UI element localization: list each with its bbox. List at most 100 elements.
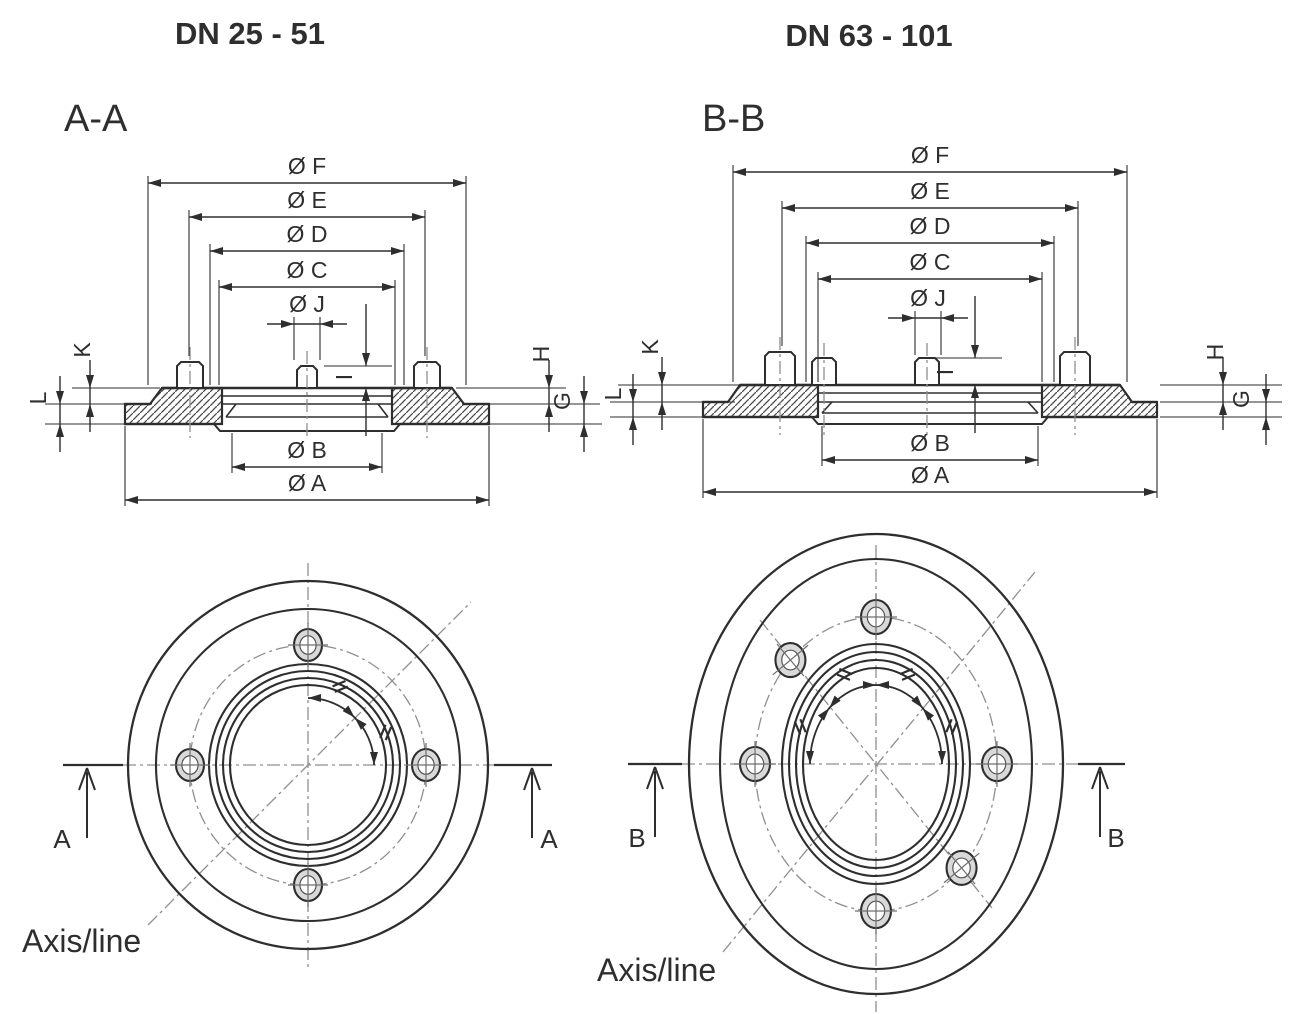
dim-label: Ø C bbox=[287, 257, 328, 283]
dim-arrowhead bbox=[806, 239, 819, 247]
flange-outer-circle bbox=[126, 579, 490, 951]
dim-arrowhead bbox=[1262, 389, 1270, 402]
arc-arrowhead bbox=[370, 752, 378, 765]
equal-angle-arc bbox=[307, 694, 378, 766]
dim-od-e: Ø E bbox=[781, 178, 1079, 346]
hole-crosshair bbox=[772, 644, 809, 676]
dim-od-a: Ø A bbox=[124, 426, 490, 506]
dim-h: H bbox=[528, 346, 554, 432]
dim-arrowhead bbox=[125, 496, 138, 504]
stud-1 bbox=[296, 351, 318, 438]
section-cut-arrow-right: B bbox=[628, 766, 664, 853]
dim-od-a: Ø A bbox=[702, 419, 1158, 498]
dim-arrowhead bbox=[369, 463, 382, 471]
center-bottom-step bbox=[811, 416, 1049, 425]
dim-label: Ø D bbox=[287, 221, 328, 247]
equal-line bbox=[334, 685, 349, 693]
dim-arrowhead bbox=[941, 314, 954, 322]
dim-label: Ø A bbox=[911, 462, 950, 488]
bore-ring-2 bbox=[794, 658, 958, 870]
dim-arrowhead bbox=[580, 391, 588, 404]
dim-arrowhead bbox=[1219, 402, 1227, 415]
dim-arrowhead bbox=[782, 204, 795, 212]
hole-cross bbox=[734, 741, 776, 787]
bore-ring-1 bbox=[214, 669, 402, 861]
dim-label: K bbox=[637, 339, 663, 355]
dim-label: Ø F bbox=[288, 153, 326, 179]
hole-cross-diagonal bbox=[943, 851, 980, 885]
equal-angle-arc bbox=[806, 681, 946, 765]
stud-2 bbox=[413, 347, 441, 438]
dim-i: I bbox=[324, 304, 392, 436]
dim-arrowhead bbox=[382, 283, 395, 291]
cut-arrow-head bbox=[1091, 766, 1101, 790]
equal-line bbox=[901, 673, 916, 681]
equality-mark bbox=[945, 718, 959, 735]
dim-arrowhead bbox=[629, 389, 637, 402]
dim-arrowhead bbox=[818, 275, 831, 283]
hole-cross bbox=[855, 888, 897, 934]
dim-arrowhead bbox=[658, 372, 666, 385]
dim-od-b: Ø B bbox=[821, 426, 1039, 466]
dim-arrowhead bbox=[232, 463, 245, 471]
raised-face-circle bbox=[154, 607, 462, 923]
dim-arrowhead bbox=[86, 375, 94, 388]
dim-label: H bbox=[528, 346, 554, 363]
dim-l: L bbox=[25, 376, 64, 452]
flange-cut-left bbox=[123, 386, 224, 426]
equal-line bbox=[945, 718, 953, 733]
dim-arrowhead bbox=[580, 424, 588, 437]
dim-arrowhead bbox=[1219, 372, 1227, 385]
section-cut-arrow-left: A bbox=[53, 767, 96, 854]
bolt-hole-90 bbox=[288, 623, 328, 667]
dim-l: L bbox=[600, 374, 637, 445]
bolt-hole-270 bbox=[288, 863, 328, 907]
dim-od-j: Ø J bbox=[888, 285, 968, 355]
dim-arrowhead bbox=[86, 404, 94, 417]
dim-arrowhead bbox=[362, 353, 370, 366]
dim-arrowhead bbox=[189, 213, 202, 221]
equal-line bbox=[899, 667, 914, 676]
dim-label: Ø D bbox=[910, 213, 951, 239]
dim-g: G bbox=[549, 376, 588, 452]
dim-h: H bbox=[1202, 344, 1228, 430]
size-range-title: DN 63 - 101 bbox=[785, 18, 952, 53]
bore-ring-1 bbox=[787, 650, 965, 878]
cut-arrow-head bbox=[86, 767, 96, 791]
dim-i: I bbox=[930, 296, 1002, 433]
section-view-label: B-B bbox=[702, 98, 765, 140]
dim-od-e: Ø E bbox=[188, 187, 426, 356]
arc-arrowhead bbox=[922, 708, 935, 721]
cut-arrow-head bbox=[646, 766, 656, 790]
dim-arrowhead bbox=[733, 168, 746, 176]
dim-arrowhead bbox=[545, 375, 553, 388]
equal-line bbox=[950, 721, 959, 735]
hole-cross-diagonal bbox=[772, 643, 809, 677]
equal-line bbox=[379, 724, 387, 739]
arc-arrowhead bbox=[911, 695, 923, 709]
equality-mark bbox=[836, 667, 853, 681]
dim-arrowhead bbox=[281, 320, 294, 328]
hole-cross bbox=[855, 594, 897, 640]
dim-label: Ø J bbox=[289, 291, 325, 317]
dim-label: K bbox=[69, 342, 95, 358]
hole-cross bbox=[170, 743, 210, 787]
bore-ring-3 bbox=[228, 683, 388, 847]
flange-outer-circle bbox=[687, 532, 1065, 996]
dim-label: I bbox=[932, 369, 958, 375]
dim-arrowhead bbox=[822, 456, 835, 464]
dim-arrowhead bbox=[1144, 488, 1157, 496]
dim-arrowhead bbox=[658, 402, 666, 415]
dim-arrowhead bbox=[1029, 275, 1042, 283]
dim-arrowhead bbox=[412, 213, 425, 221]
size-range-title: DN 25 - 51 bbox=[175, 16, 325, 51]
cut-letter: A bbox=[53, 824, 71, 854]
equal-line bbox=[838, 667, 853, 676]
equality-mark bbox=[379, 724, 393, 741]
equal-line bbox=[793, 721, 802, 735]
left-drawing: DN 25 - 51A-AØ FØ EØ DØ CØ JØ BØ AKLHGIA… bbox=[22, 16, 602, 968]
hole-cross bbox=[976, 741, 1018, 787]
